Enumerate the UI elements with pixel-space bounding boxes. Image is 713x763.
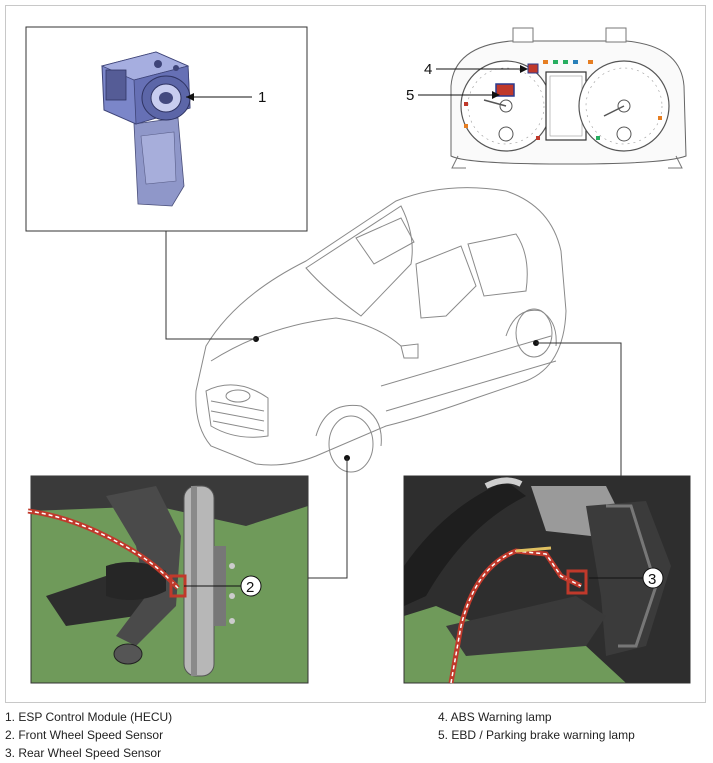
legend-right: 4. ABS Warning lamp 5. EBD / Parking bra… xyxy=(438,708,635,744)
rear-wheel-photo: 3 xyxy=(403,475,691,684)
legend-item-esp-module: 1. ESP Control Module (HECU) xyxy=(5,710,173,724)
legend-left: 1. ESP Control Module (HECU) 2. Front Wh… xyxy=(5,708,172,762)
legend-item-abs-lamp: 4. ABS Warning lamp xyxy=(438,710,552,724)
front-wheel-photo: 2 xyxy=(27,475,309,684)
legend-item-front-wheel-sensor: 2. Front Wheel Speed Sensor xyxy=(5,728,164,742)
callout-1: 1 xyxy=(258,89,266,106)
legend-item-ebd-lamp: 5. EBD / Parking brake warning lamp xyxy=(438,728,635,742)
component-location-figure: 1 4 5 xyxy=(5,5,706,703)
callout-3: 3 xyxy=(648,571,656,588)
esp-module-illustration xyxy=(100,51,191,207)
callout-4: 4 xyxy=(424,61,432,78)
callout-2: 2 xyxy=(246,579,254,596)
callout-5: 5 xyxy=(406,87,414,104)
legend-item-rear-wheel-sensor: 3. Rear Wheel Speed Sensor xyxy=(5,746,162,760)
instrument-cluster-illustration xyxy=(450,27,687,169)
suv-line-drawing xyxy=(195,187,567,473)
esp-module-inset: 1 xyxy=(25,26,308,232)
